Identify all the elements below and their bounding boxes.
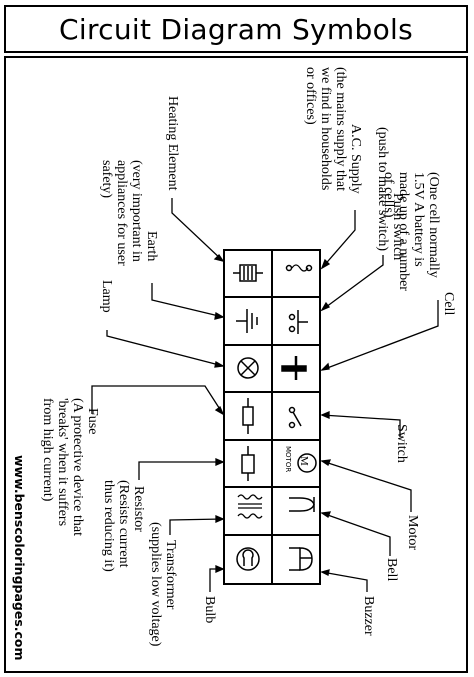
page-title: Circuit Diagram Symbols	[59, 12, 413, 46]
motor-symbol-letter: M	[298, 456, 310, 466]
motor-symbol	[297, 453, 317, 473]
cell-label: Cell	[441, 292, 456, 316]
resistor-label: Resistor	[131, 486, 146, 532]
earth-symbol	[236, 309, 258, 333]
symbol-grid	[223, 249, 321, 585]
heating-element-symbol	[233, 264, 263, 282]
switch-label: Switch	[394, 424, 409, 463]
transformer-symbol	[237, 494, 263, 519]
resistor-symbol	[241, 446, 255, 481]
fuse-note: (A protective device that 'breaks' when …	[40, 398, 85, 536]
earth-note: (very important in appliances for user s…	[99, 160, 144, 266]
lamp-label: Lamp	[99, 280, 114, 313]
heating-element-label: Heating Element	[165, 96, 180, 191]
leader-lines-left	[91, 198, 226, 592]
bell-label: Bell	[384, 558, 399, 582]
fuse-symbol	[242, 398, 254, 434]
motor-symbol-text: MOTOR	[284, 446, 292, 473]
diagram-frame	[4, 56, 468, 673]
title-box: Circuit Diagram Symbols	[4, 5, 468, 53]
resistor-note: (Resists current thus reducing it)	[101, 480, 131, 572]
push-switch-label: Push switch	[390, 193, 405, 261]
leader-lines-right	[320, 210, 439, 592]
buzzer-label: Buzzer	[361, 596, 376, 636]
transformer-note: (supplies low voltage)	[148, 522, 163, 647]
transformer-label: Transformer	[163, 540, 178, 610]
bulb-label: Bulb	[202, 596, 217, 624]
motor-label: Motor	[405, 515, 420, 550]
push-switch-note: (push to make switch)	[375, 127, 390, 252]
lamp-symbol	[237, 357, 259, 379]
push-switch-symbol	[288, 310, 308, 334]
ac-supply-note: (the mains supply that we find in househ…	[303, 67, 348, 192]
ac-supply-symbol	[285, 264, 313, 272]
switch-symbol	[288, 406, 302, 429]
buzzer-symbol	[289, 547, 313, 571]
bell-symbol	[289, 497, 315, 512]
ac-supply-label: A.C. Supply	[348, 124, 363, 194]
website-url: www.benscoloringpages.com	[12, 455, 27, 661]
cell-symbol	[281, 356, 307, 380]
bulb-symbol	[236, 547, 260, 571]
fuse-label: Fuse	[85, 408, 100, 435]
earth-label: Earth	[144, 231, 159, 262]
